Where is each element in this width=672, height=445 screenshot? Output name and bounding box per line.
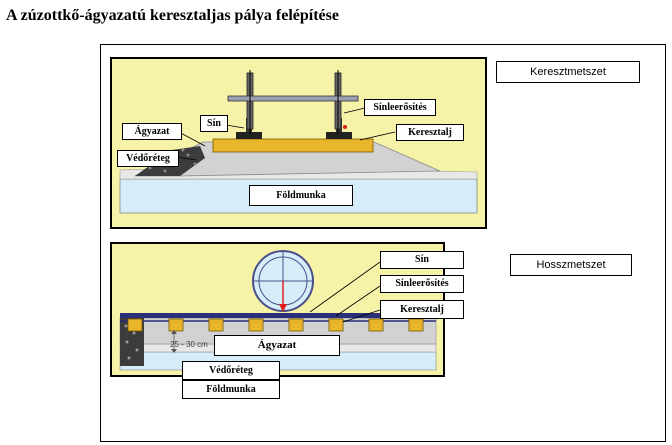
cross-section-heading: Keresztmetszet xyxy=(496,61,640,83)
long-sleepers xyxy=(127,318,424,332)
label-agyazat-cross: Ágyazat xyxy=(122,123,182,140)
label-sinleerosites-cross: Sínleerősítés xyxy=(364,99,436,116)
cross-sleeper xyxy=(212,138,374,153)
long-leaders xyxy=(309,261,381,323)
label-sin-long: Sín xyxy=(380,251,464,269)
cross-fastening-marker xyxy=(343,125,347,129)
cross-fastening-right xyxy=(326,132,352,139)
depth-label: 25 - 30 cm xyxy=(170,340,208,349)
cross-fastening-left xyxy=(236,132,262,139)
label-vedoreteg-long: Védőréteg xyxy=(182,361,280,380)
label-foldmunka-long: Földmunka xyxy=(182,380,280,399)
long-section-heading: Hosszmetszet xyxy=(510,254,632,276)
label-sin-cross: Sín xyxy=(200,115,228,132)
label-keresztalj-long: Keresztalj xyxy=(380,300,464,319)
label-sinleerosites-long: Sínleerősítés xyxy=(380,275,464,293)
label-vedoreteg-cross: Védőréteg xyxy=(117,150,179,167)
cross-axle xyxy=(227,95,359,102)
label-foldmunka-cross: Földmunka xyxy=(249,185,353,206)
label-keresztalj-cross: Keresztalj xyxy=(396,124,464,141)
figure-frame xyxy=(100,44,666,442)
label-agyazat-long: Ágyazat xyxy=(214,335,340,356)
long-rail xyxy=(120,313,436,318)
page-title: A zúzottkő-ágyazatú keresztaljas pálya f… xyxy=(6,7,339,24)
